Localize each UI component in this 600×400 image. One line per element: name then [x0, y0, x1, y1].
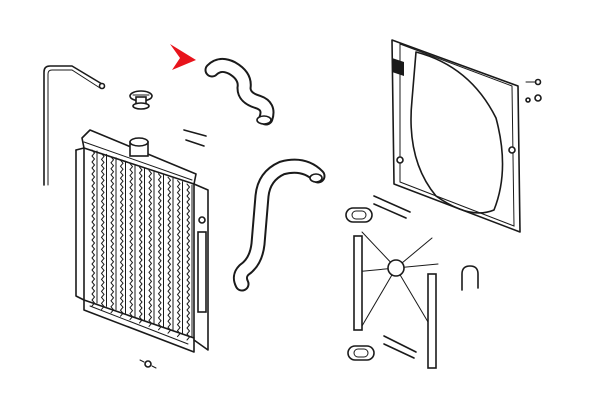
radiator — [75, 129, 209, 369]
mounting-brackets — [353, 195, 479, 369]
hose-clamp — [183, 129, 207, 147]
radiator-fin-tube — [129, 163, 134, 321]
hardware-screws — [525, 78, 542, 103]
radiator-fin-tube — [100, 152, 105, 310]
radiator-core-fins — [91, 149, 193, 341]
radiator-fin-tube — [119, 159, 124, 317]
radiator-fin-tube — [176, 180, 181, 338]
lower-radiator-hose — [232, 158, 326, 292]
radiator-fin-tube — [157, 173, 162, 331]
radiator-fin-tube — [110, 156, 115, 314]
red-pointer-arrow-icon — [170, 44, 196, 70]
fan-shroud — [391, 39, 521, 233]
radiator-fin-tube — [138, 166, 143, 324]
radiator-fin-tube — [91, 149, 96, 307]
fan-blade-assembly — [353, 231, 439, 327]
rubber-grommets — [345, 207, 375, 361]
radiator-fin-tube — [167, 176, 172, 334]
radiator-fin-tube — [186, 183, 191, 341]
overflow-tube — [43, 65, 106, 186]
radiator-cap — [129, 90, 153, 110]
upper-radiator-hose — [204, 57, 275, 126]
radiator-fin-tube — [148, 169, 153, 327]
